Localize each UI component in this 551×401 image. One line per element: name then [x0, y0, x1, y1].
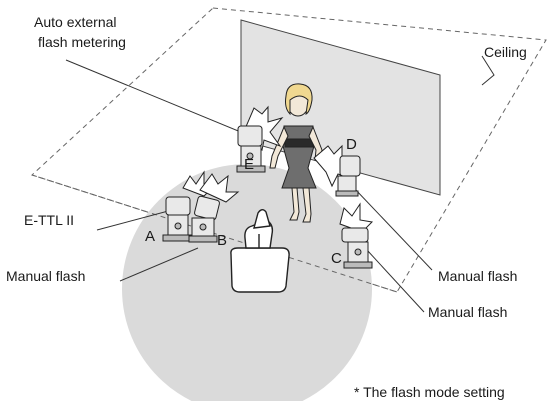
- flash-unit-b: [188, 173, 240, 243]
- label-ettl: E-TTL II: [24, 212, 75, 228]
- model-person: [269, 83, 323, 223]
- label-ceiling: Ceiling: [484, 44, 527, 60]
- unit-label-b: B: [217, 232, 228, 249]
- unit-label-a: A: [145, 228, 156, 245]
- unit-label-e: E: [244, 156, 255, 173]
- unit-label-d: D: [346, 136, 357, 153]
- label-auto-external-line1: Auto external: [34, 14, 117, 30]
- flash-unit-d: [313, 144, 361, 197]
- camera: [230, 209, 290, 293]
- footnote: * The flash mode setting: [354, 384, 505, 400]
- flash-unit-c: [339, 202, 374, 269]
- label-manual-flash-left: Manual flash: [6, 268, 86, 284]
- flash-unit-e: [236, 105, 284, 173]
- unit-label-c: C: [331, 250, 342, 267]
- label-auto-external-line2: flash metering: [38, 34, 126, 50]
- label-manual-flash-right-upper: Manual flash: [438, 268, 518, 284]
- label-manual-flash-right-lower: Manual flash: [428, 304, 508, 320]
- ceiling-plane: [31, 7, 547, 293]
- leader-lines: [65, 55, 495, 313]
